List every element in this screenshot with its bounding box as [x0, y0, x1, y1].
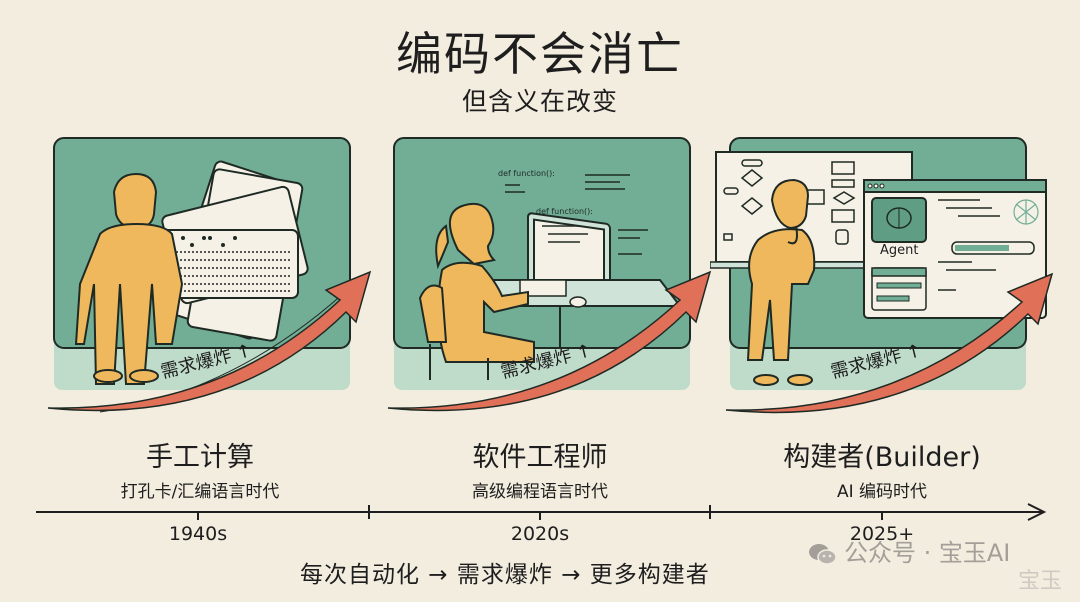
era-title-software: 软件工程师 [472, 442, 608, 473]
watermark-text: 公众号 · 宝玉AI [844, 539, 1011, 567]
coder-illustration: def function(): def function(): [387, 137, 712, 412]
era-subtitle-manual: 打孔卡/汇编语言时代 [120, 482, 280, 502]
era-subtitle-builder: AI 编码时代 [836, 482, 928, 502]
page-title: 编码不会消亡 [396, 27, 684, 81]
svg-text:def function():: def function(): [536, 207, 593, 216]
year-label-2020s: 2020s [510, 523, 570, 545]
panel-builder: Agent 需求爆炸 ↑ [710, 130, 1080, 430]
watermark: 公众号 · 宝玉AI [808, 538, 1010, 568]
builder-illustration [710, 137, 1054, 414]
wechat-icon [809, 544, 837, 565]
timeline-axis [36, 503, 1047, 521]
year-label-1940s: 1940s [168, 523, 228, 545]
svg-text:def function():: def function(): [498, 169, 555, 178]
footer-summary: 每次自动化 → 需求爆炸 → 更多构建者 [300, 562, 710, 588]
era-subtitle-software: 高级编程语言时代 [472, 482, 608, 502]
panel-software-engineer: def function(): def function(): 需求爆炸 ↑ [380, 130, 740, 430]
watermark-secondary: 宝玉 [1018, 569, 1063, 594]
panel-manual-computing: 需求爆炸 ↑ [40, 130, 400, 430]
punch-card-illustration [47, 137, 372, 413]
page-subtitle: 但含义在改变 [461, 87, 618, 116]
era-title-manual: 手工计算 [146, 442, 254, 473]
era-title-builder: 构建者(Builder) [783, 442, 981, 473]
agent-label: Agent [880, 243, 919, 258]
year-label-2025: 2025+ [849, 523, 915, 545]
